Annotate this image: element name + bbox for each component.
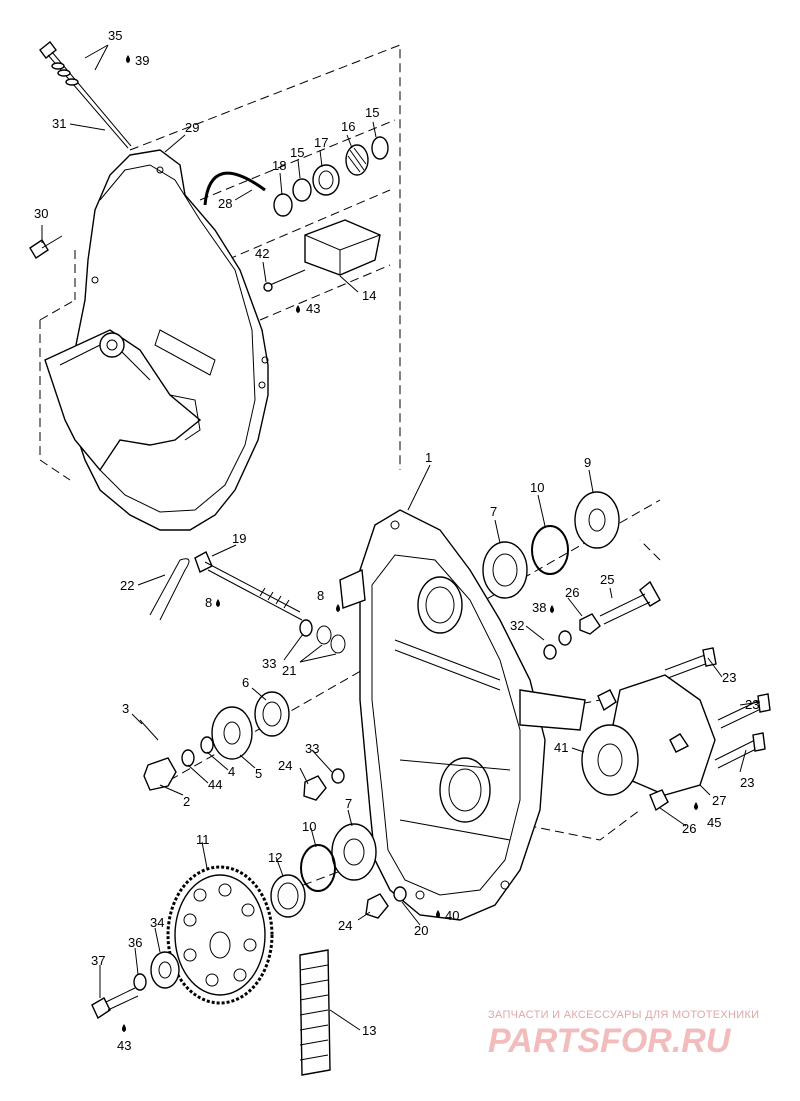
- callout-24a: 24: [278, 758, 292, 773]
- callout-19: 19: [232, 531, 246, 546]
- callout-23c: 23: [740, 775, 754, 790]
- watermark: ЗАПЧАСТИ И АКСЕССУАРЫ ДЛЯ МОТОТЕХНИКИ PA…: [488, 1009, 759, 1060]
- lower-nut-set: [365, 886, 407, 919]
- callout-6: 6: [242, 675, 249, 690]
- tensioner-bolt: [194, 551, 303, 621]
- tensioner-block: [263, 219, 381, 292]
- callout-8a: 8: [205, 595, 212, 610]
- cover-bolt: [29, 235, 63, 259]
- callout-27: 27: [712, 793, 726, 808]
- callout-36: 36: [128, 935, 142, 950]
- mid-nut-set: [303, 768, 345, 801]
- leader-lines: [41, 44, 761, 1031]
- callout-30: 30: [34, 206, 48, 221]
- callout-32: 32: [510, 618, 524, 633]
- lower-bearing-stack: [270, 823, 377, 918]
- drive-plate: [581, 674, 716, 812]
- cover-bolts: [664, 647, 771, 769]
- watermark-tagline: ЗАПЧАСТИ И АКСЕССУАРЫ ДЛЯ МОТОТЕХНИКИ: [488, 1009, 759, 1021]
- callout-17: 17: [314, 135, 328, 150]
- upper-bolt-set: [543, 580, 661, 660]
- callout-10a: 10: [530, 480, 544, 495]
- drive-chain: [299, 949, 331, 1076]
- callout-18: 18: [272, 158, 286, 173]
- adjuster-bolt: [39, 41, 132, 149]
- callout-33a: 33: [262, 656, 276, 671]
- sprocket-bolt-stack: [91, 951, 180, 1020]
- lubrication-drop-icons: [122, 55, 698, 1032]
- callout-12: 12: [268, 850, 282, 865]
- callout-20: 20: [414, 923, 428, 938]
- callout-21: 21: [282, 663, 296, 678]
- callout-13: 13: [362, 1023, 376, 1038]
- callout-7a: 7: [490, 504, 497, 519]
- callout-40: 40: [445, 908, 459, 923]
- callout-34: 34: [150, 915, 164, 930]
- chaincase-cover: [44, 149, 269, 531]
- callout-14: 14: [362, 288, 376, 303]
- cotter-pin: [149, 558, 190, 621]
- callout-35: 35: [108, 28, 122, 43]
- callout-24b: 24: [338, 918, 352, 933]
- lower-drive-stack: [139, 691, 290, 791]
- callout-43a: 43: [306, 301, 320, 316]
- driven-sprocket: [166, 865, 274, 1005]
- callout-11: 11: [196, 832, 210, 847]
- watermark-brand: PARTSFOR.RU: [488, 1022, 732, 1060]
- callout-2: 2: [183, 794, 190, 809]
- callout-44: 44: [208, 777, 222, 792]
- callout-23a: 23: [722, 670, 736, 685]
- callout-7b: 7: [345, 796, 352, 811]
- callout-26b: 26: [682, 821, 696, 836]
- callout-31: 31: [52, 116, 66, 131]
- callout-41: 41: [554, 740, 568, 755]
- callout-labels: 35 39 31 29 30 28 18 15 17 16 15 42 43 1…: [34, 28, 759, 1053]
- callout-29: 29: [185, 120, 199, 135]
- callout-45: 45: [707, 815, 721, 830]
- callout-26a: 26: [565, 585, 579, 600]
- callout-9: 9: [584, 455, 591, 470]
- upper-snap-ring: [531, 525, 569, 575]
- callout-1: 1: [425, 450, 432, 465]
- washer-set: [299, 619, 346, 654]
- callout-38: 38: [532, 600, 546, 615]
- callout-33b: 33: [305, 741, 319, 756]
- upper-bearing-stack: [273, 136, 389, 217]
- callout-5: 5: [255, 766, 262, 781]
- callout-3: 3: [122, 701, 129, 716]
- chaincase-housing: [339, 509, 586, 921]
- callout-23b: 23: [745, 697, 759, 712]
- upper-bearing: [482, 541, 528, 599]
- callout-42: 42: [255, 246, 269, 261]
- callout-43b: 43: [117, 1038, 131, 1053]
- callout-4: 4: [228, 764, 235, 779]
- callout-16: 16: [341, 119, 355, 134]
- callout-8b: 8: [317, 588, 324, 603]
- upper-spacer: [574, 491, 620, 549]
- callout-25: 25: [600, 572, 614, 587]
- callout-28: 28: [218, 196, 232, 211]
- callout-37: 37: [91, 953, 105, 968]
- cover-seal: [203, 171, 266, 206]
- callout-15a: 15: [290, 145, 304, 160]
- callout-10b: 10: [302, 819, 316, 834]
- callout-39: 39: [135, 53, 149, 68]
- callout-15b: 15: [365, 105, 379, 120]
- callout-22: 22: [120, 578, 134, 593]
